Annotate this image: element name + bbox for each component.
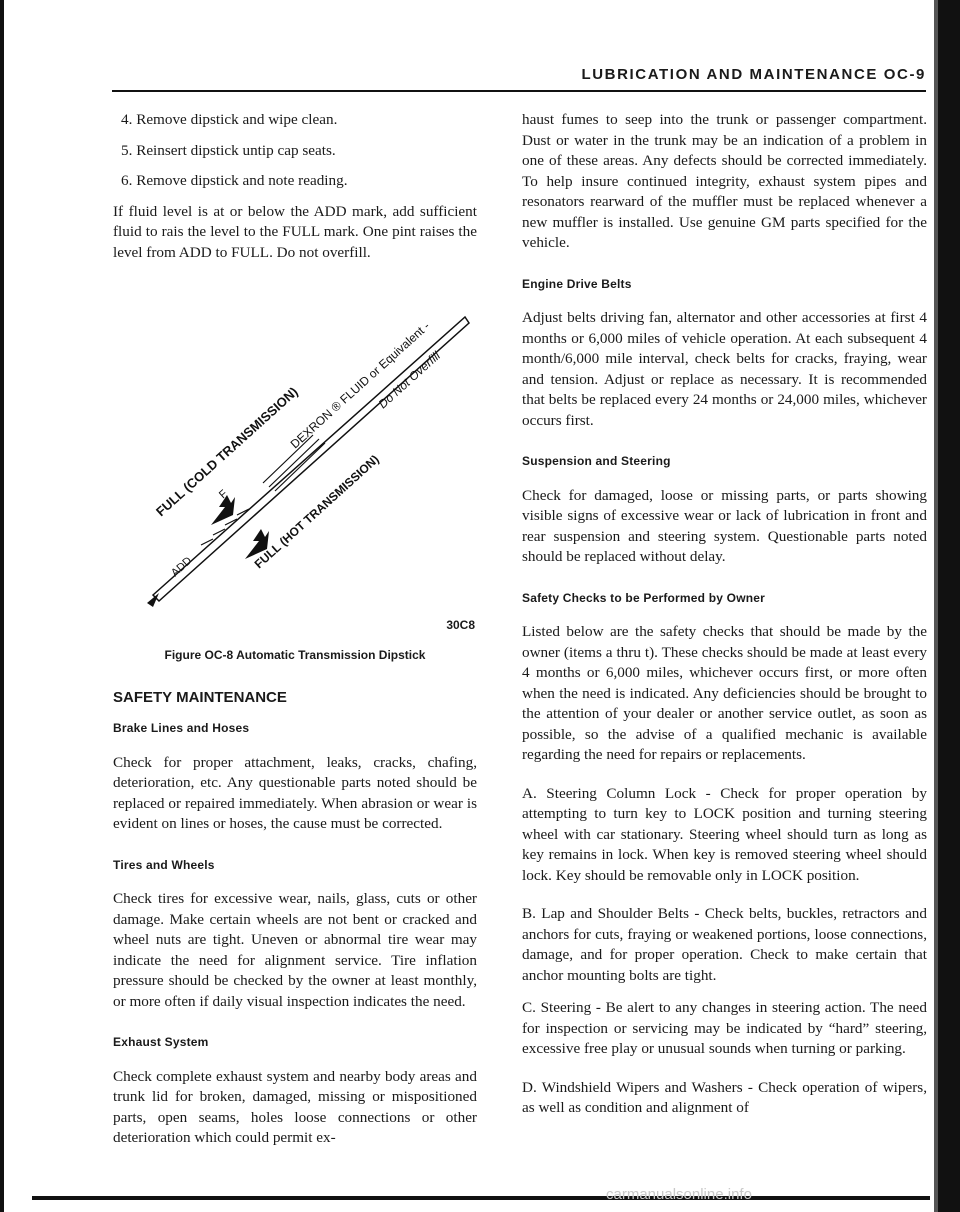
item-d-wipers: D. Windshield Wipers and Washers - Check… — [522, 1078, 927, 1117]
tires-paragraph: Check tires for excessive wear, nails, g… — [113, 890, 477, 1010]
tires-heading: Tires and Wheels — [113, 857, 215, 872]
owner-checks-paragraph: Listed below are the safety checks that … — [522, 623, 927, 763]
item-c-steering: C. Steering - Be alert to any changes in… — [522, 999, 927, 1057]
suspension-paragraph: Check for damaged, loose or missing part… — [522, 486, 927, 566]
owner-checks-heading: Safety Checks to be Performed by Owner — [522, 590, 766, 605]
page-header: LUBRICATION AND MAINTENANCE OC-9 — [581, 66, 926, 83]
scan-edge-left — [0, 0, 4, 1212]
dipstick-figure: FULL (COLD TRANSMISSION) DEXRON ® FLUID … — [113, 277, 477, 637]
step-5: 5. Reinsert dipstick untip cap seats. — [121, 141, 336, 159]
exhaust-heading: Exhaust System — [113, 1035, 209, 1049]
dipstick-hatch-low — [200, 508, 250, 546]
exhaust-paragraph: Check complete exhaust system and nearby… — [113, 1067, 477, 1147]
step-4: 4. Remove dipstick and wipe clean. — [121, 111, 338, 128]
right-column: haust fumes to seep into the trunk or pa… — [522, 110, 927, 1119]
belts-heading: Engine Drive Belts — [522, 276, 632, 291]
watermark: carmanualsonline.info — [606, 1186, 752, 1203]
exhaust-continued-paragraph: haust fumes to seep into the trunk or pa… — [522, 111, 927, 251]
bottom-rule — [32, 1196, 930, 1200]
header-rule — [112, 90, 926, 92]
safety-maintenance-heading: SAFETY MAINTENANCE — [113, 688, 287, 706]
left-column: 4. Remove dipstick and wipe clean. 5. Re… — [113, 110, 477, 1149]
dipstick-illustration: FULL (COLD TRANSMISSION) DEXRON ® FLUID … — [147, 315, 470, 607]
arrow-hot-icon — [245, 529, 269, 559]
scan-edge-right — [938, 0, 960, 1212]
brake-paragraph: Check for proper attachment, leaks, crac… — [113, 753, 477, 833]
label-full-hot: FULL (HOT TRANSMISSION) — [252, 452, 382, 571]
item-b-belts: B. Lap and Shoulder Belts - Check belts,… — [522, 905, 927, 984]
suspension-heading: Suspension and Steering — [522, 454, 671, 468]
item-a-steering-lock: A. Steering Column Lock - Check for prop… — [522, 784, 927, 884]
label-add: ADD — [169, 555, 194, 579]
dipstick-tip — [147, 593, 159, 607]
fluid-level-paragraph: If fluid level is at or below the ADD ma… — [113, 202, 477, 261]
dipstick-outline — [151, 315, 470, 603]
scan-edge-right-inner — [934, 0, 938, 1212]
brake-heading: Brake Lines and Hoses — [113, 721, 250, 735]
figure-caption: Figure OC-8 Automatic Transmission Dipst… — [164, 648, 426, 662]
belts-paragraph: Adjust belts driving fan, alternator and… — [522, 309, 927, 429]
arrow-cold-icon — [211, 495, 235, 525]
step-6: 6. Remove dipstick and note reading. — [121, 172, 348, 189]
dipstick-hatch-mid — [262, 434, 326, 492]
figure-code: 30C8 — [446, 617, 475, 632]
